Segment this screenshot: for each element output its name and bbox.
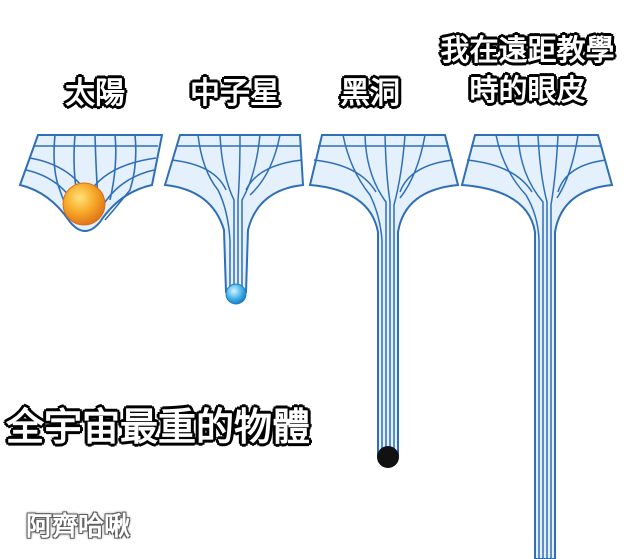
black-hole-label: 黑洞 <box>340 76 400 111</box>
black-hole-ball <box>377 446 399 468</box>
eyelid-label-line2: 時的眼皮 <box>469 73 586 107</box>
eyelid-label-line1: 我在遠距教學 <box>440 33 615 67</box>
neutron-star-label: 中子星 <box>190 76 280 111</box>
heaviest-object-caption: 全宇宙最重的物體 <box>6 405 311 449</box>
eyelid-spacetime-grid <box>460 134 614 559</box>
sun-ball <box>62 182 106 226</box>
watermark: 阿齊哈啾 <box>26 512 131 542</box>
neutron-star-ball <box>225 283 247 305</box>
eyelid-label: 我在遠距教學 時的眼皮 <box>420 30 635 110</box>
neutron-star-spacetime-grid <box>163 134 305 293</box>
sun-label: 太陽 <box>65 76 125 111</box>
black-hole-spacetime-grid <box>308 134 460 456</box>
